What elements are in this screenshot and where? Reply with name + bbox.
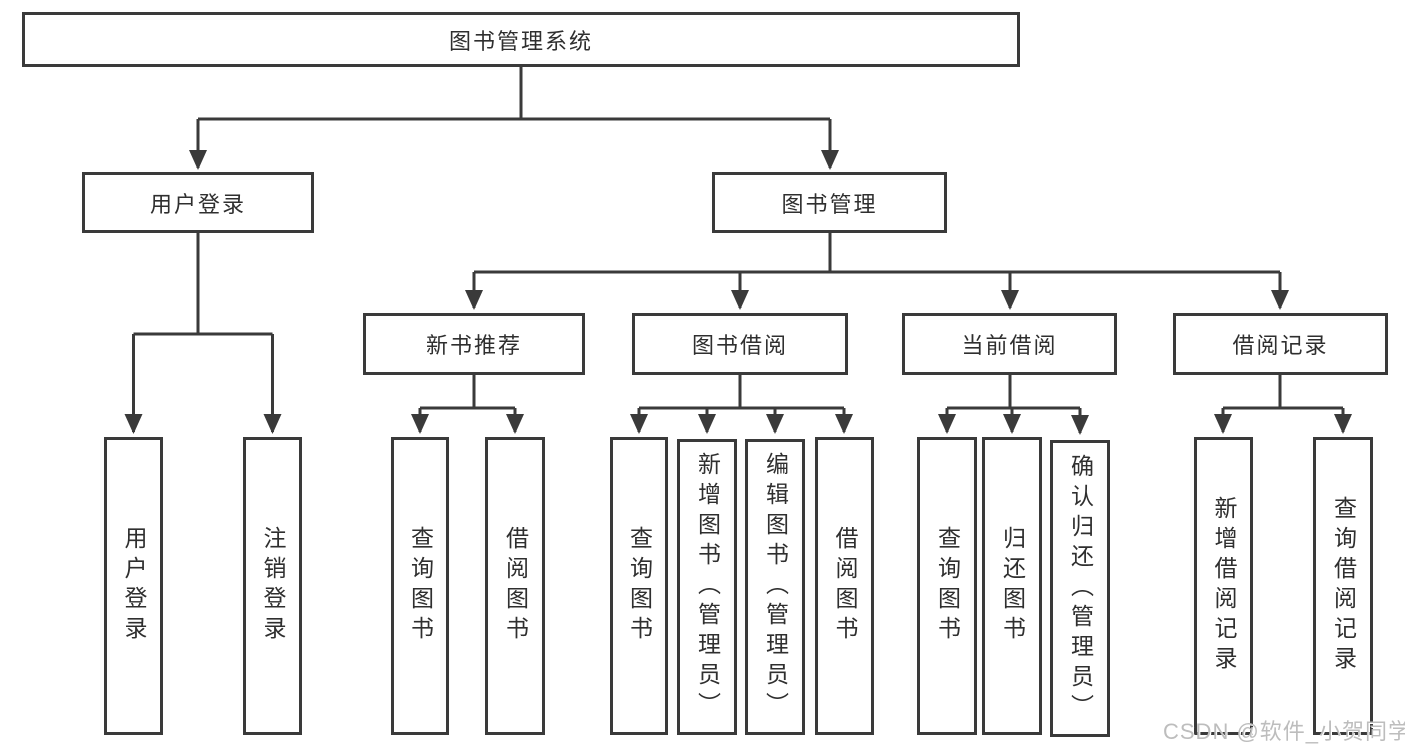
node-library-management-system: 图书管理系统: [22, 12, 1020, 67]
leaf-borrow-book: 借阅图书: [815, 437, 874, 735]
leaf-borrow-book-recommend: 借阅图书: [485, 437, 545, 735]
leaf-user-login: 用户登录: [104, 437, 163, 735]
leaf-return-book: 归还图书: [982, 437, 1042, 735]
leaf-add-borrow-record: 新增借阅记录: [1194, 437, 1253, 735]
leaf-query-book-recommend: 查询图书: [391, 437, 449, 735]
leaf-query-book-current: 查询图书: [917, 437, 977, 735]
leaf-confirm-return-admin: 确认归还（管理员）: [1050, 440, 1110, 737]
node-new-book-recommend: 新书推荐: [363, 313, 585, 375]
node-user-login: 用户登录: [82, 172, 314, 233]
csdn-watermark: CSDN @软件_小贺同学: [1163, 719, 1405, 744]
leaf-query-book-borrowing: 查询图书: [610, 437, 668, 735]
node-current-borrowing: 当前借阅: [902, 313, 1117, 375]
leaf-logout: 注销登录: [243, 437, 302, 735]
node-book-management: 图书管理: [712, 172, 947, 233]
leaf-add-book-admin: 新增图书（管理员）: [677, 439, 737, 735]
leaf-query-borrow-record: 查询借阅记录: [1313, 437, 1373, 735]
node-book-borrowing: 图书借阅: [632, 313, 848, 375]
node-borrowing-records: 借阅记录: [1173, 313, 1388, 375]
leaf-edit-book-admin: 编辑图书（管理员）: [745, 439, 805, 735]
